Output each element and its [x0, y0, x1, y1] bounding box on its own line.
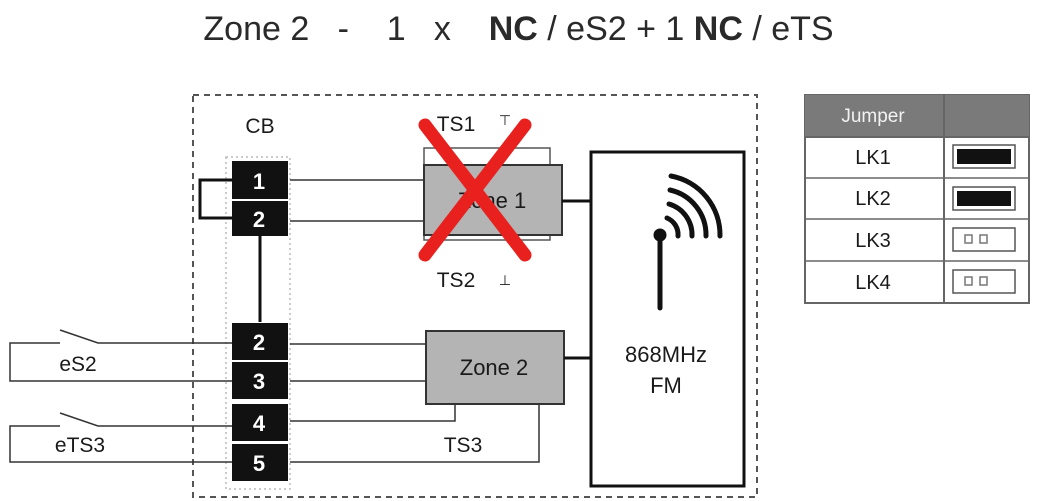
ts3-label: TS3 — [444, 434, 483, 457]
ts1-switch-icon: ⊤ — [499, 112, 511, 128]
terminal-strip — [225, 156, 291, 490]
terminal-2b-label: 2 — [253, 330, 265, 355]
title-text: Zone 2 - 1 x — [203, 10, 489, 48]
zone2-box — [425, 330, 565, 405]
wire-t5-zone2 — [290, 404, 540, 463]
title-text-3: / eTS — [742, 10, 834, 48]
terminal-link-loop — [198, 178, 232, 220]
terminal-2b: 2 — [232, 323, 288, 360]
es2-input — [9, 329, 232, 382]
terminal-3: 3 — [232, 362, 288, 399]
zone2-label: Zone 2 — [460, 355, 529, 380]
title-nc-1: NC — [488, 10, 538, 48]
terminal-5-label: 5 — [253, 451, 265, 476]
ts2-label: TS2 — [437, 269, 476, 292]
jumper-lk4-label: LK4 — [855, 272, 891, 294]
terminal-1: 1 — [232, 161, 288, 199]
es2-label: eS2 — [59, 353, 96, 376]
jumper-table-header: Jumper — [841, 106, 905, 127]
terminal-4: 4 — [232, 404, 288, 441]
cb-label: CB — [245, 115, 274, 138]
jumper-lk2-label: LK2 — [855, 188, 891, 210]
radio-modulation-label: FM — [650, 373, 682, 398]
antenna-icon — [653, 173, 723, 311]
terminal-2-label: 2 — [253, 207, 265, 232]
device-enclosure — [192, 94, 758, 498]
ets3-label: eTS3 — [55, 434, 105, 457]
title-text-2: / eS2 + 1 — [537, 10, 694, 48]
radio-transmitter-box — [589, 150, 746, 488]
terminal-4-label: 4 — [253, 411, 266, 436]
ets3-input — [9, 412, 232, 463]
jumper-lk3-label: LK3 — [855, 230, 891, 252]
wire-t4-zone2 — [290, 404, 456, 422]
radio-frequency-label: 868MHz — [625, 342, 707, 367]
terminal-2: 2 — [232, 201, 288, 236]
disabled-cross-icon — [418, 118, 532, 262]
terminal-5: 5 — [232, 444, 288, 481]
ts1-label: TS1 — [437, 113, 476, 136]
jumper-table: Jumper LK1 LK2 LK3 LK4 — [804, 94, 1030, 304]
diagram-title: Zone 2 - 1 x NC / eS2 + 1 NC / eTS — [0, 10, 1037, 49]
jumper-lk1-label: LK1 — [855, 147, 891, 169]
terminal-3-label: 3 — [253, 369, 265, 394]
ts2-switch-icon: ⊥ — [499, 272, 511, 288]
terminal-1-label: 1 — [253, 169, 265, 194]
title-nc-2: NC — [693, 10, 743, 48]
